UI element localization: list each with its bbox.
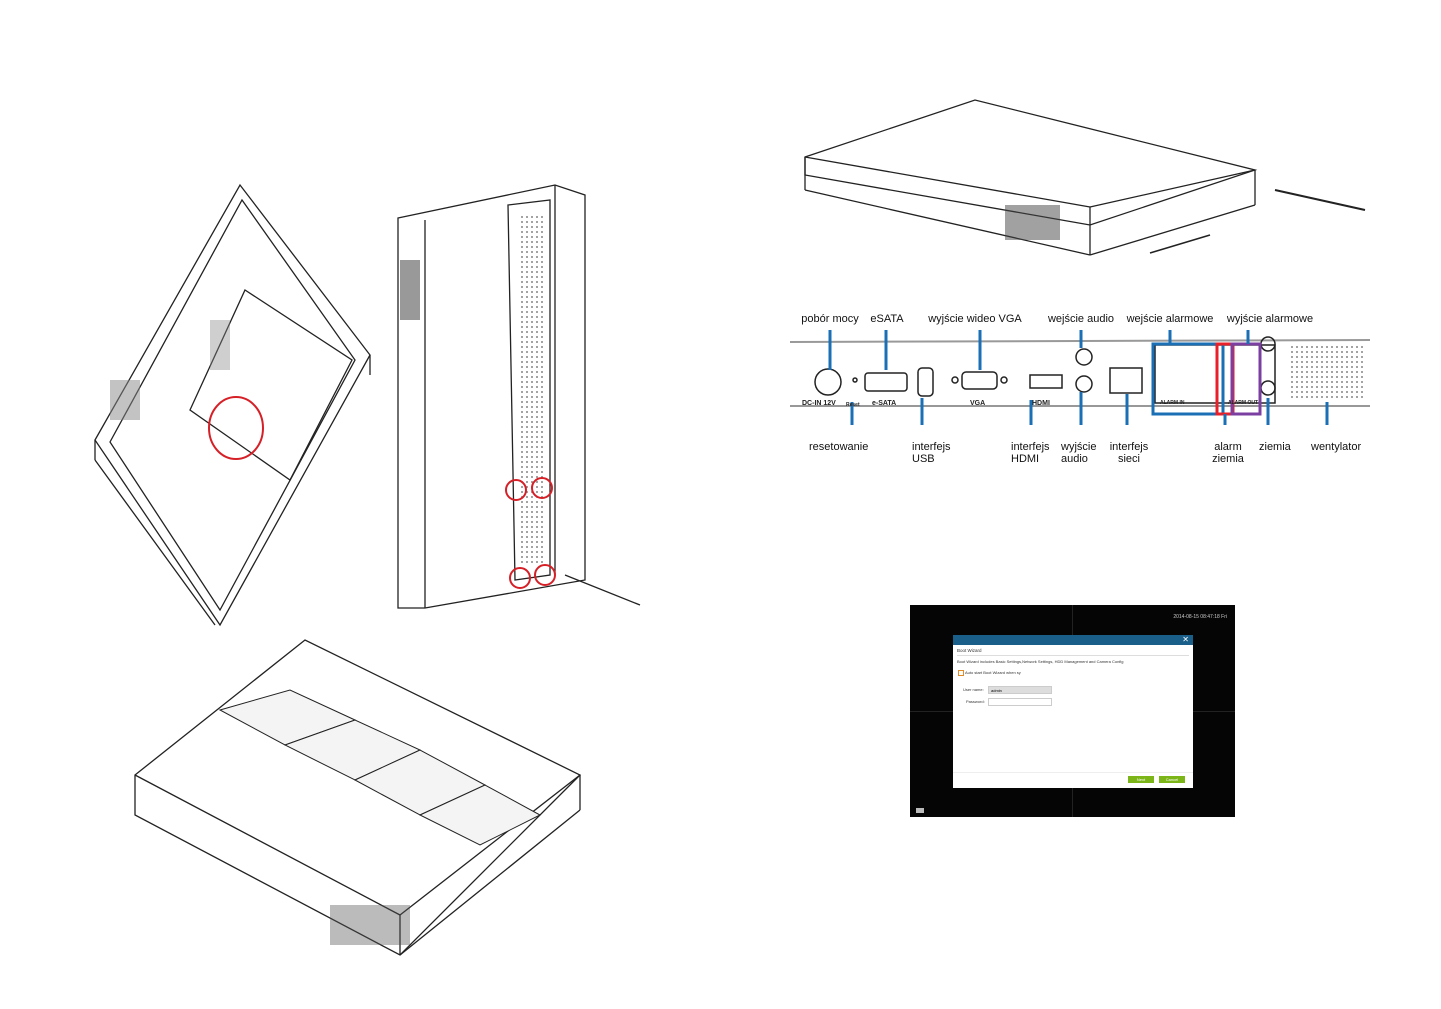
timestamp: 2014-08-15 08:47:18 Fri bbox=[1173, 614, 1227, 620]
silk-dc-in: DC-IN 12V bbox=[802, 400, 836, 407]
label-audio-in: wejście audio bbox=[1047, 313, 1115, 325]
label-esata: eSATA bbox=[870, 313, 904, 325]
password-field[interactable] bbox=[988, 698, 1052, 706]
alarm-in-box bbox=[1151, 342, 1225, 416]
alarm-out-box bbox=[1230, 342, 1262, 416]
next-button[interactable]: Next bbox=[1128, 776, 1154, 783]
username-field[interactable] bbox=[988, 686, 1052, 694]
label-alarm-ground: alarm ziemia bbox=[1212, 441, 1244, 465]
dialog-description: Boot Wizard includes Basic Settings,Netw… bbox=[957, 659, 1124, 664]
close-icon[interactable]: ✕ bbox=[1182, 635, 1189, 644]
label-hdmi: interfejs HDMI bbox=[1011, 441, 1050, 465]
label-power: pobór mocy bbox=[801, 313, 859, 325]
nvr-chassis-side-illustration bbox=[397, 184, 641, 609]
silk-hdmi: HDMI bbox=[1032, 400, 1050, 407]
silk-esata: e-SATA bbox=[872, 400, 897, 407]
label-vga: wyjście wideo VGA bbox=[928, 313, 1022, 325]
boot-wizard-dialog: ✕ Boot Wizard Boot Wizard includes Basic… bbox=[953, 635, 1193, 788]
label-reset: resetowanie bbox=[809, 441, 869, 453]
silk-alarm-in: ALARM IN bbox=[1160, 400, 1185, 406]
label-alarm-in: wejście alarmowe bbox=[1126, 313, 1214, 325]
rear-panel-illustration bbox=[790, 330, 1370, 425]
username-label: User name: bbox=[963, 687, 984, 692]
label-alarm-out: wyjście alarmowe bbox=[1226, 313, 1314, 325]
autostart-checkbox[interactable] bbox=[958, 670, 964, 676]
keyboard-icon[interactable] bbox=[916, 808, 924, 813]
cancel-button[interactable]: Cancel bbox=[1159, 776, 1185, 783]
boot-wizard-screenshot: 2014-08-15 08:47:18 Fri ✕ Boot Wizard Bo… bbox=[910, 605, 1235, 817]
highlight-circle bbox=[208, 396, 264, 460]
autostart-label: Auto start Boot Wizard when sy bbox=[965, 670, 1021, 675]
nvr-lid-removal-illustration bbox=[804, 99, 1366, 256]
silk-vga: VGA bbox=[970, 400, 986, 407]
nvr-chassis-bottom-illustration bbox=[94, 183, 371, 627]
label-usb: interfejs USB bbox=[912, 441, 951, 465]
dialog-title: Boot Wizard bbox=[957, 648, 982, 653]
label-network: interfejs sieci bbox=[1109, 441, 1149, 465]
label-audio-out: wyjście audio bbox=[1061, 441, 1097, 465]
label-ground: ziemia bbox=[1259, 441, 1291, 453]
nvr-hdd-installation-illustration bbox=[134, 639, 582, 956]
label-fan: wentylator bbox=[1311, 441, 1362, 453]
silk-reset: Reset bbox=[846, 402, 860, 408]
silk-alarm-out: ALARM OUT bbox=[1228, 400, 1258, 406]
password-label: Password: bbox=[966, 699, 985, 704]
